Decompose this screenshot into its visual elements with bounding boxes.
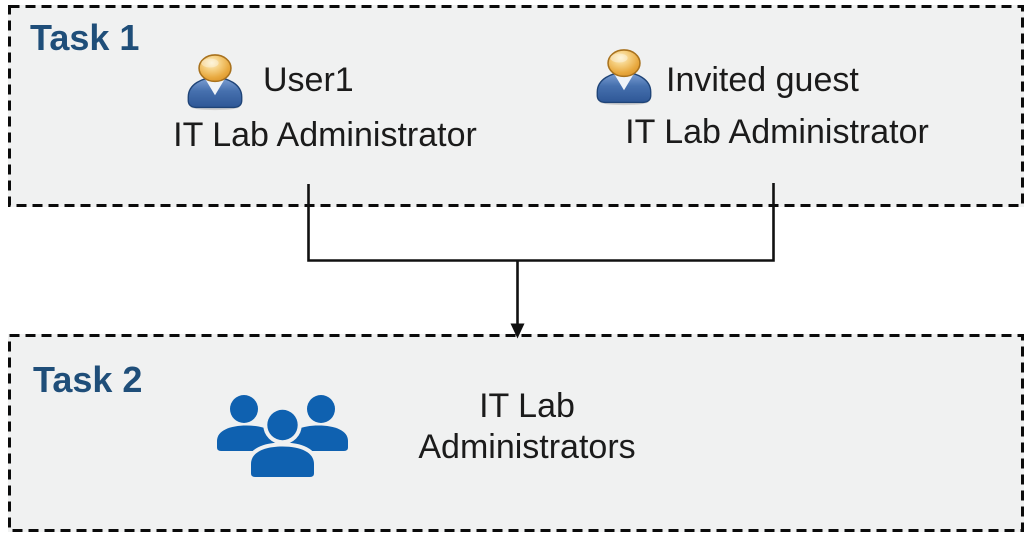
people-group-icon [217,395,348,479]
person-icon [596,49,652,106]
task2-box: Task 2 IT Lab Administrators [8,334,1024,532]
task1-dashed-border [8,5,1024,207]
person-name: User1 [263,61,354,99]
task1-title: Task 1 [30,17,140,58]
group-label: IT Lab Administrators [406,386,648,468]
task2-title: Task 2 [33,359,143,400]
group-label-line2: Administrators [418,428,636,466]
task1-box: Task 1 User1 IT Lab Administrator [8,5,1024,207]
task2-dashed-border [8,334,1024,532]
person-icon [187,54,243,111]
group-label-line1: IT Lab [479,387,575,425]
person-name: Invited guest [666,61,859,99]
person-role: IT Lab Administrator [173,116,477,154]
person-role: IT Lab Administrator [625,113,929,151]
